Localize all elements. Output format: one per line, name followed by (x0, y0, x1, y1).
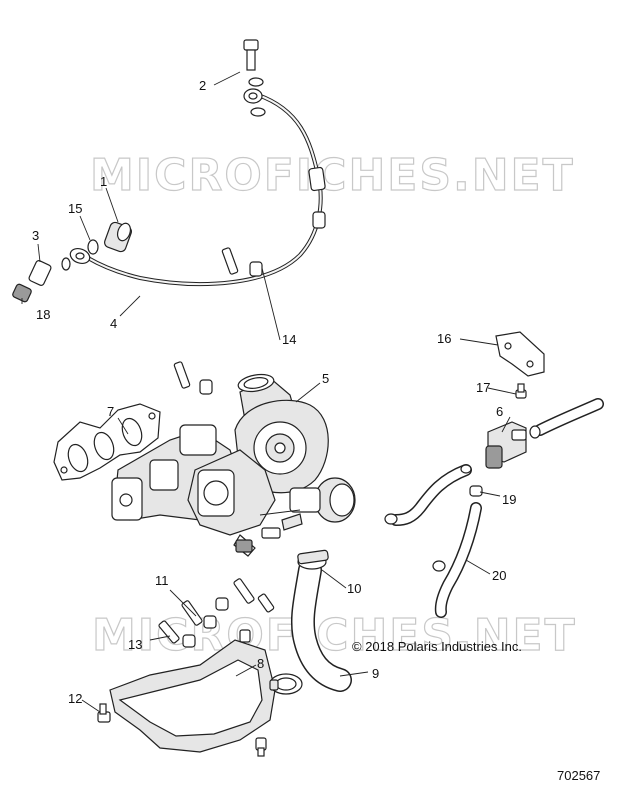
callout-4: 4 (110, 316, 117, 331)
copyright-notice: © 2018 Polaris Industries Inc. (352, 639, 522, 654)
boost-solenoid (485, 421, 527, 469)
callout-14: 14 (282, 332, 296, 347)
callout-13: 13 (128, 637, 142, 652)
callout-9: 9 (372, 666, 379, 681)
vent-hoses (384, 398, 604, 618)
bracket-bolt (515, 383, 527, 399)
exhaust-gasket (53, 403, 161, 481)
callout-7: 7 (107, 404, 114, 419)
callout-3: 3 (32, 228, 39, 243)
leader-lines (21, 71, 517, 713)
callout-15: 15 (68, 201, 82, 216)
heat-shield-bolt-bottom (255, 737, 267, 757)
oil-fitting (104, 221, 132, 253)
callout-5: 5 (322, 371, 329, 386)
coolant-hose (290, 549, 352, 692)
callout-6: 6 (496, 404, 503, 419)
solenoid-bracket (495, 331, 545, 377)
sealing-washer (87, 239, 99, 255)
callout-17: 17 (476, 380, 490, 395)
callout-16: 16 (437, 331, 451, 346)
oil-feed-line (69, 88, 326, 286)
adapter-fitting (28, 257, 71, 286)
callout-20: 20 (492, 568, 506, 583)
document-number: 702567 (557, 768, 600, 783)
hex-nut (12, 283, 32, 303)
callout-8: 8 (257, 656, 264, 671)
callout-19: 19 (502, 492, 516, 507)
callout-10: 10 (347, 581, 361, 596)
studs-14 (173, 247, 263, 395)
callout-12: 12 (68, 691, 82, 706)
callout-2: 2 (199, 78, 206, 93)
callout-1: 1 (100, 174, 107, 189)
callout-11: 11 (155, 573, 169, 588)
heat-shield (109, 629, 276, 753)
turbocharger (187, 373, 356, 557)
watermark-top: MICROFICHES.NET (90, 150, 575, 201)
heat-shield-bolt-left (97, 703, 111, 723)
banjo-bolt (243, 39, 266, 117)
callout-18: 18 (36, 307, 50, 322)
hose-clamp-lower (269, 673, 303, 695)
